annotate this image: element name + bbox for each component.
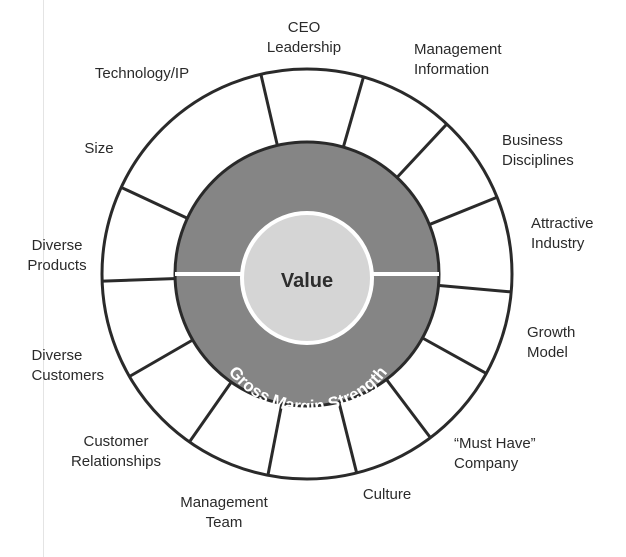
segment-divider-6 [419,335,487,375]
label-ceo-leadership-line2: Leadership [266,39,342,56]
label-size-line1: Size [84,140,114,157]
label-management-team-line2: Team [205,514,243,531]
label-management-team: Management Team [180,493,268,533]
label-business-disciplines-line2: Disciplines [502,152,574,169]
segment-divider-12 [103,277,178,283]
segment-divider-10 [188,379,234,442]
segment-divider-9 [266,401,284,475]
segment-divider-1 [259,74,280,148]
label-diverse-products-line2: Products [27,257,87,274]
label-customer-relationships-line2: Relationships [70,453,162,470]
label-technology-ip-line1: Technology/IP [94,65,190,82]
label-diverse-products-line1: Diverse [31,237,83,254]
label-management-information: Management Information [414,40,502,80]
label-growth-model-line2: Model [527,344,568,361]
label-diverse-products: Diverse Products [27,236,86,276]
label-diverse-customers: Diverse Customers [31,346,104,386]
segment-divider-11 [129,337,196,378]
label-ceo-leadership: CEO Leadership [267,18,341,58]
label-must-have-company-line2: Company [454,455,519,472]
label-management-information-line1: Management [414,41,502,58]
label-size: Size [84,139,113,159]
label-culture-line1: Culture [362,486,412,503]
label-growth-model: Growth Model [527,323,575,363]
center-circle [240,211,374,345]
label-attractive-industry-line2: Industry [531,235,585,252]
center-label: Value [281,270,333,292]
segment-divider-3 [394,123,448,180]
label-diverse-customers-line2: Customers [31,367,104,384]
label-customer-relationships: Customer Relationships [71,432,161,472]
segment-divider-8 [336,399,358,473]
segment-divider-13 [121,186,190,221]
label-must-have-company-line1: “Must Have” [454,435,536,452]
label-growth-model-line1: Growth [527,324,576,341]
label-business-disciplines: Business Disciplines [502,131,574,171]
segment-divider-2 [341,77,365,150]
label-customer-relationships-line1: Customer [83,433,149,450]
segment-divider-7 [384,376,431,438]
segment-divider-4 [426,196,497,227]
label-technology-ip: Technology/IP [95,64,189,84]
segment-dividers [103,74,511,475]
label-business-disciplines-line1: Business [502,132,563,149]
page-edge-line [43,0,44,557]
segment-divider-5 [436,283,511,294]
label-management-information-line2: Information [414,61,490,78]
label-attractive-industry: Attractive Industry [531,214,594,254]
label-attractive-industry-line1: Attractive [531,215,594,232]
label-diverse-customers-line1: Diverse [31,347,83,364]
label-must-have-company: “Must Have” Company [454,434,536,474]
label-culture: Culture [363,485,411,505]
label-management-team-line1: Management [180,494,268,511]
label-ceo-leadership-line1: CEO [287,19,321,36]
